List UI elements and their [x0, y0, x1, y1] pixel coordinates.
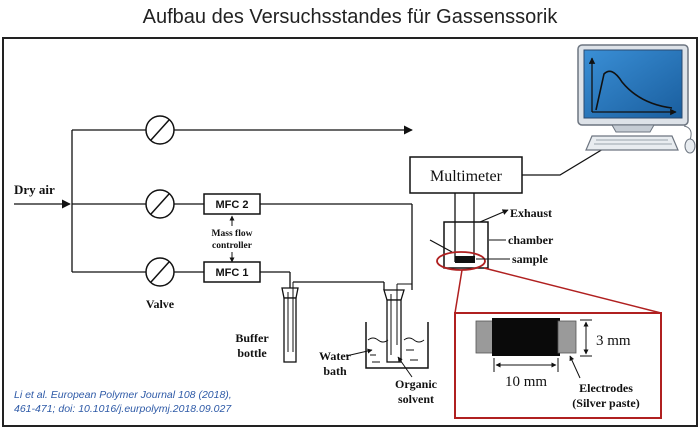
electrode-left — [475, 320, 495, 354]
dim-3mm-label: 3 mm — [596, 333, 631, 349]
mass-flow-label-2: controller — [212, 241, 253, 251]
valve-label: Valve — [146, 297, 175, 311]
valve-icon — [145, 257, 175, 287]
mass-flow-label-1: Mass flow — [212, 229, 253, 239]
computer-icon — [577, 44, 696, 154]
sample-highlight — [436, 251, 486, 271]
sample-film — [492, 318, 560, 356]
mfc2-label: MFC 2 — [216, 199, 249, 211]
water-bath-label-1: Water — [319, 349, 352, 363]
diagram-frame — [2, 37, 698, 427]
citation-line-2: 461-471; doi: 10.1016/j.eurpolymj.2018.0… — [14, 403, 232, 415]
citation-line-1: Li et al. European Polymer Journal 108 (… — [14, 389, 232, 401]
buffer-label-1: Buffer — [235, 331, 269, 345]
zoom-line-right — [483, 267, 662, 314]
multimeter-computer-cable — [522, 139, 619, 176]
organic-solvent-label-1: Organic — [395, 377, 438, 391]
buffer-bottle — [281, 281, 384, 363]
exhaust-line — [479, 209, 509, 223]
citation: Li et al. European Polymer Journal 108 (… — [14, 388, 284, 416]
chamber-box — [443, 221, 489, 269]
dim-10mm-label: 10 mm — [505, 374, 547, 390]
water-bath-pointer — [345, 348, 373, 357]
water-bath-label-2: bath — [323, 364, 347, 378]
mfc1-label: MFC 1 — [216, 267, 249, 279]
solvent-bottle — [383, 280, 413, 363]
exhaust-label: Exhaust — [510, 206, 552, 220]
valve-icon — [145, 189, 175, 219]
multimeter-label: Multimeter — [430, 168, 503, 185]
valve-icon — [145, 115, 175, 145]
organic-solvent-label-2: solvent — [398, 392, 434, 406]
zoom-line-left — [454, 269, 463, 314]
electrodes-label-1: Electrodes — [579, 381, 633, 395]
chamber-label: chamber — [508, 233, 554, 247]
dry-air-label: Dry air — [14, 182, 55, 197]
sample-label: sample — [512, 252, 549, 266]
monitor-icon — [577, 44, 689, 133]
chamber-inlet — [429, 239, 453, 253]
mouse-icon — [683, 125, 696, 154]
diagram-title: Aufbau des Versuchsstandes für Gassensso… — [142, 6, 558, 28]
sample-marker — [455, 256, 475, 263]
keyboard-icon — [585, 135, 679, 151]
water-bath — [365, 322, 429, 369]
buffer-label-2: bottle — [237, 346, 267, 360]
organic-solvent-pointer — [397, 356, 413, 378]
electrodes-label-2: (Silver paste) — [572, 396, 639, 410]
electrode-right — [557, 320, 577, 354]
electrodes-pointer — [569, 355, 581, 379]
